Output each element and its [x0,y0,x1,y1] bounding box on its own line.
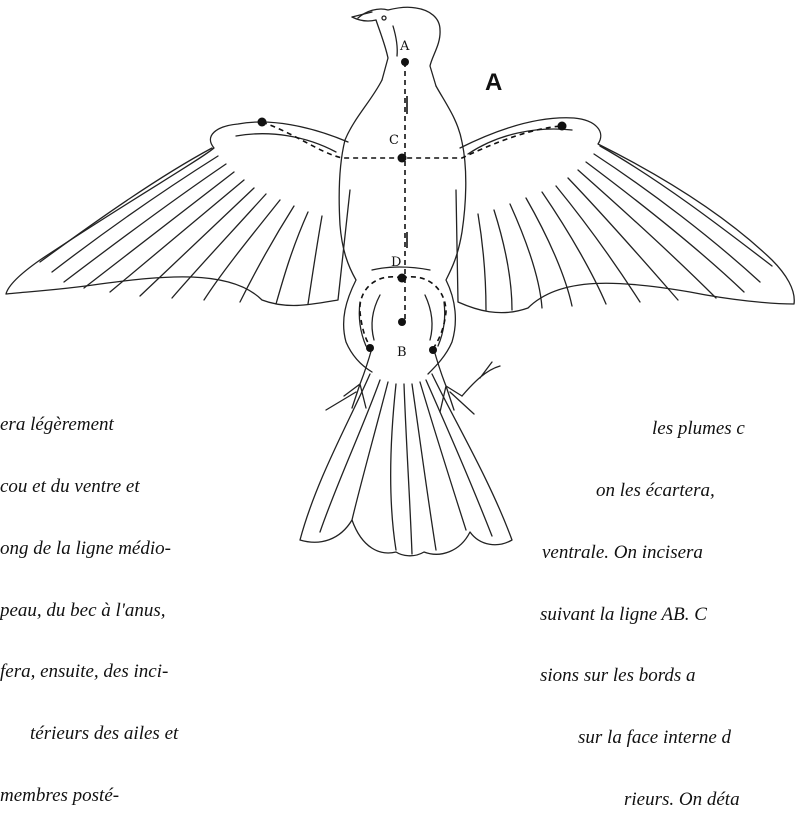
text-column-left: era légèrement cou et du ventre et ong d… [0,374,178,827]
right-wing [456,118,794,313]
label-a: A [399,39,410,54]
text-line: rieurs. On déta [540,790,745,811]
panel-label: A [485,69,502,96]
left-wing [6,122,350,305]
text-line: cou et du ventre et [0,477,178,498]
incision-lines [262,62,562,350]
text-line: on les écartera, [540,481,745,502]
dot-b [398,318,406,326]
label-d: D [391,255,401,270]
text-line: peau, du bec à l'anus, [0,601,178,622]
bird-body [339,80,466,374]
text-column-right: les plumes c on les écartera, ventrale. … [540,378,745,831]
dot-a [401,58,409,66]
text-line: les plumes c [540,419,745,440]
text-line: ventrale. On incisera [540,543,745,564]
text-line: sur la face interne d [540,728,745,749]
bird-head [352,7,440,86]
dot-left-wing [258,118,267,127]
text-line: térieurs des ailes et [0,724,178,745]
text-line: fera, ensuite, des inci- [0,662,178,683]
dot-c [398,154,407,163]
bird-tail [300,374,512,556]
dot-d [398,274,407,283]
label-c: C [389,133,399,148]
incision-dots [258,58,567,354]
label-b: B [397,345,407,360]
dot-right-leg [429,346,437,354]
text-line: sions sur les bords a [540,666,745,687]
dot-right-wing [558,122,567,131]
text-line: era légèrement [0,415,178,436]
text-line: membres posté- [0,786,178,807]
bird-legs [326,348,500,414]
text-line: suivant la ligne AB. C [540,605,745,626]
text-line: ong de la ligne médio- [0,539,178,560]
dot-left-leg [366,344,374,352]
